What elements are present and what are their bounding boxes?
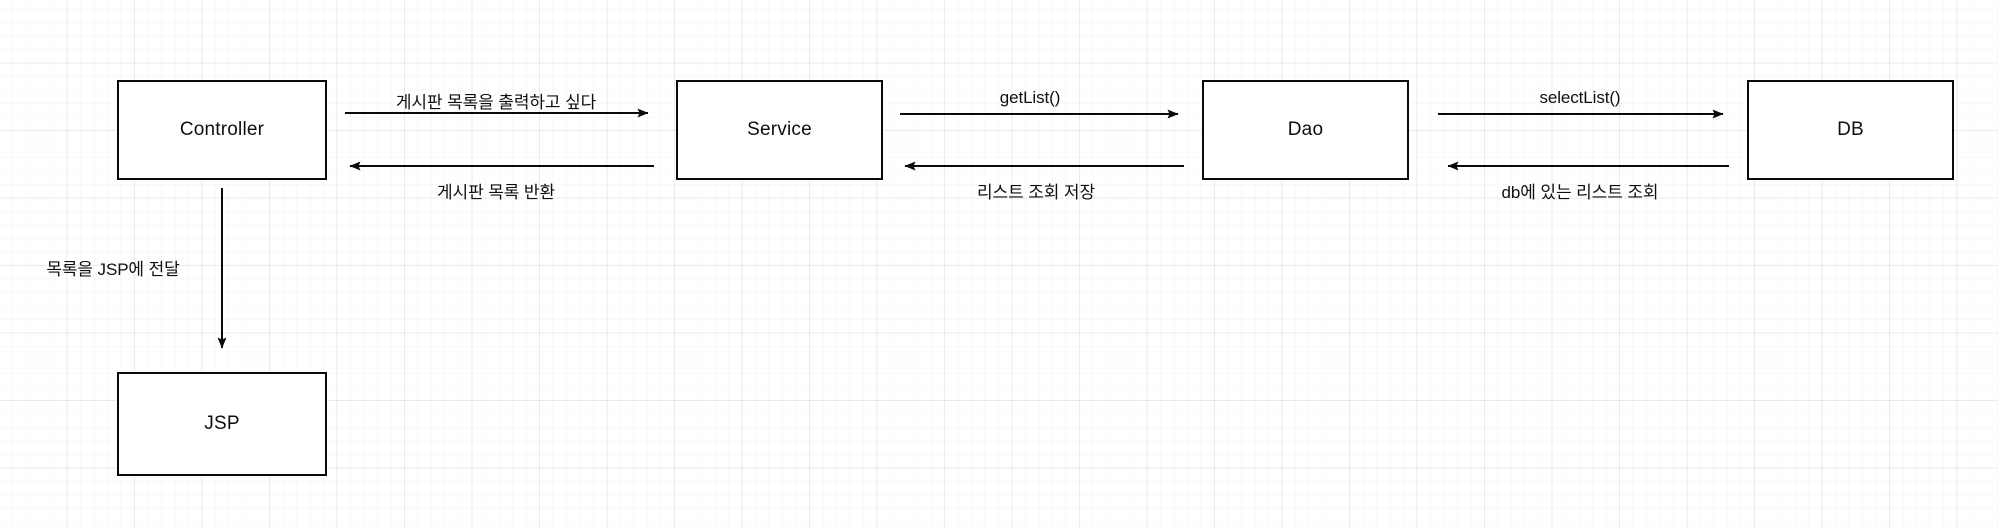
edge-label-dao-to-service: 리스트 조회 저장 xyxy=(976,183,1096,202)
edge-label-controller-to-jsp: 목록을 JSP에 전달 xyxy=(46,260,180,279)
node-jsp-label: JSP xyxy=(204,413,240,434)
node-jsp[interactable]: JSP xyxy=(117,372,327,476)
edge-label-controller-to-service: 게시판 목록을 출력하고 싶다 xyxy=(395,93,597,112)
node-db[interactable]: DB xyxy=(1747,80,1954,180)
node-controller-label: Controller xyxy=(179,119,265,140)
edge-label-db-to-dao: db에 있는 리스트 조회 xyxy=(1501,183,1659,202)
node-controller[interactable]: Controller xyxy=(117,80,327,180)
edge-label-service-to-dao: getList() xyxy=(999,88,1061,107)
node-service-label: Service xyxy=(747,119,812,140)
edge-label-service-to-controller: 게시판 목록 반환 xyxy=(436,183,556,202)
node-service[interactable]: Service xyxy=(676,80,883,180)
node-dao[interactable]: Dao xyxy=(1202,80,1409,180)
node-dao-label: Dao xyxy=(1287,119,1324,140)
node-db-label: DB xyxy=(1837,119,1864,140)
edge-label-dao-to-db: selectList() xyxy=(1539,88,1621,107)
